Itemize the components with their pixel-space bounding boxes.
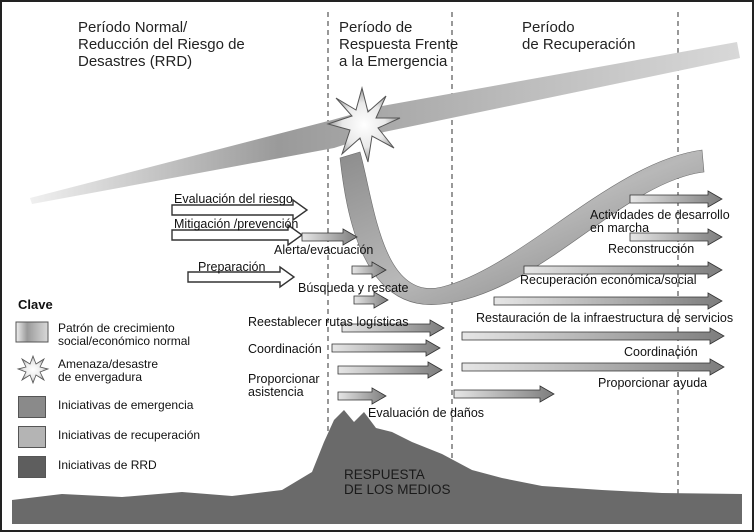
rrd-arrow-preparedness [187, 265, 296, 289]
label-search-rescue: Búsqueda y rescate [298, 281, 409, 295]
label-preparedness: Preparación [198, 260, 266, 274]
phase-emergency-title: Período de Respuesta Frente a la Emergen… [339, 19, 459, 70]
label-alert-evacuation: Alerta/evacuación [274, 243, 374, 257]
label-damage-assessment: Evaluación de daños [368, 406, 485, 420]
legend-recovery-label: Iniciativas de recuperación [58, 428, 201, 442]
recovery-arrow-damage [453, 385, 555, 403]
emergency-arrow-search-1 [351, 261, 387, 279]
label-reconstruction: Reconstrucción [608, 242, 695, 256]
emergency-arrow-alert [301, 228, 358, 246]
legend-star-swatch [16, 354, 50, 385]
label-provide-assistance: Proporcionar asistencia [248, 372, 320, 400]
media-response-area [12, 410, 742, 524]
rrd-arrow-risk-assessment [171, 198, 309, 222]
recovery-arrow-aid [461, 358, 725, 376]
legend-emergency-label: Iniciativas de emergencia [58, 398, 194, 412]
legend-emergency-swatch [18, 396, 46, 418]
label-risk-assessment: Evaluación del riesgo [174, 192, 293, 206]
recovery-arrow-coordination [461, 327, 725, 345]
legend-rrd-swatch [18, 456, 46, 478]
recovery-arrow-development [629, 190, 723, 208]
emergency-arrow-search-2 [353, 291, 389, 309]
legend-title: Clave [18, 297, 53, 312]
label-ongoing-development: Actividades de desarrollo en marcha [590, 208, 730, 236]
label-infrastructure-restoration: Restauración de la infraestructura de se… [476, 311, 734, 325]
recovery-arrow-reconstruction [629, 228, 723, 246]
label-economic-recovery: Recuperación económica/social [520, 273, 697, 287]
phase-normal-title: Período Normal/ Reducción del Riesgo de … [78, 19, 245, 70]
legend-rrd-label: Iniciativas de RRD [58, 458, 157, 472]
emergency-arrow-assistance-1 [337, 361, 443, 379]
recovery-arrow-economic [523, 261, 723, 279]
label-logistics-routes: Reestablecer rutas logísticas [248, 315, 409, 329]
disaster-impact-curve [339, 149, 705, 305]
legend-disaster-label: Amenaza/desastre de envergadura [58, 357, 159, 385]
rrd-arrow-mitigation [171, 223, 304, 247]
emergency-arrow-logistics [341, 319, 445, 337]
disaster-star [326, 86, 401, 163]
legend-recovery-swatch [18, 426, 46, 448]
emergency-arrow-assistance-2 [337, 387, 387, 405]
legend-growth-swatch [15, 321, 49, 343]
media-response-label: RESPUESTA DE LOS MEDIOS [344, 467, 451, 498]
legend-growth-label: Patrón de crecimiento social/económico n… [58, 321, 191, 349]
label-recovery-coordination: Coordinación [624, 345, 698, 359]
emergency-arrow-coordination [331, 339, 441, 357]
initiative-arrows [171, 190, 725, 405]
phase-recovery-title: Período de Recuperación [522, 19, 636, 53]
label-provide-aid: Proporcionar ayuda [598, 376, 708, 390]
label-mitigation: Mitigación /prevención [174, 217, 299, 231]
recovery-arrow-infrastructure [493, 292, 723, 310]
label-emergency-coordination: Coordinación [248, 342, 322, 356]
